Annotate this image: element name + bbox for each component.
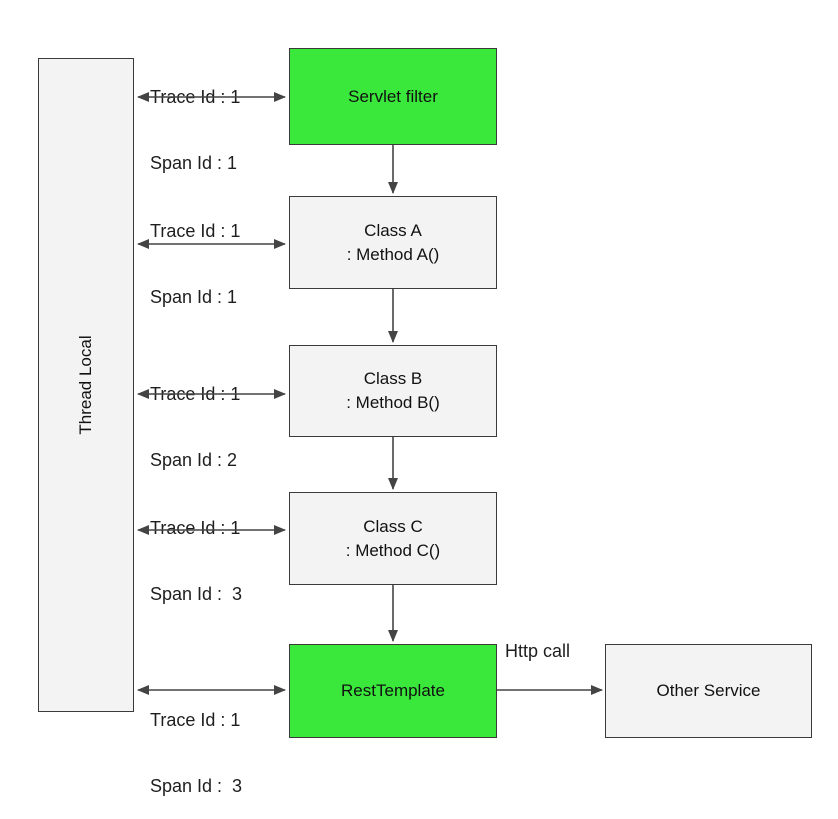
other-service-label: Other Service [656,681,761,700]
servlet-filter-label: Servlet filter [348,86,438,106]
thread-local-box: Thread Local [38,58,134,712]
class-b-node: Class B : Method B() [289,345,497,437]
rest-template-label: RestTemplate [341,681,445,700]
class-b-method: : Method B() [346,393,440,412]
class-a-node: Class A : Method A() [289,196,497,289]
rest-template-node: RestTemplate [289,644,497,738]
class-c-method: : Method C() [345,540,441,560]
span-id-text: Span Id : 1 [150,153,238,173]
servlet-filter-node: Servlet filter [289,48,497,145]
class-a-method: : Method A() [346,244,440,264]
class-a-name: Class A [364,220,422,240]
trace-id-text: Trace Id : 1 [150,221,241,241]
http-call-label: Http call [505,641,571,661]
other-service-node: Other Service [605,644,812,738]
span-id-text: Span Id : 2 [150,450,238,470]
trace-id-text: Trace Id : 1 [150,710,241,730]
span-id-text: Span Id : 3 [150,584,243,604]
trace-span-label-2: Trace Id : 1 Span Id : 1 [150,176,240,330]
connector-layer [137,92,603,695]
span-id-text: Span Id : 3 [150,776,243,796]
class-b-name: Class B [363,369,423,388]
class-c-node: Class C : Method C() [289,492,497,585]
span-id-text: Span Id : 1 [150,287,238,307]
class-c-name: Class C [363,516,423,536]
